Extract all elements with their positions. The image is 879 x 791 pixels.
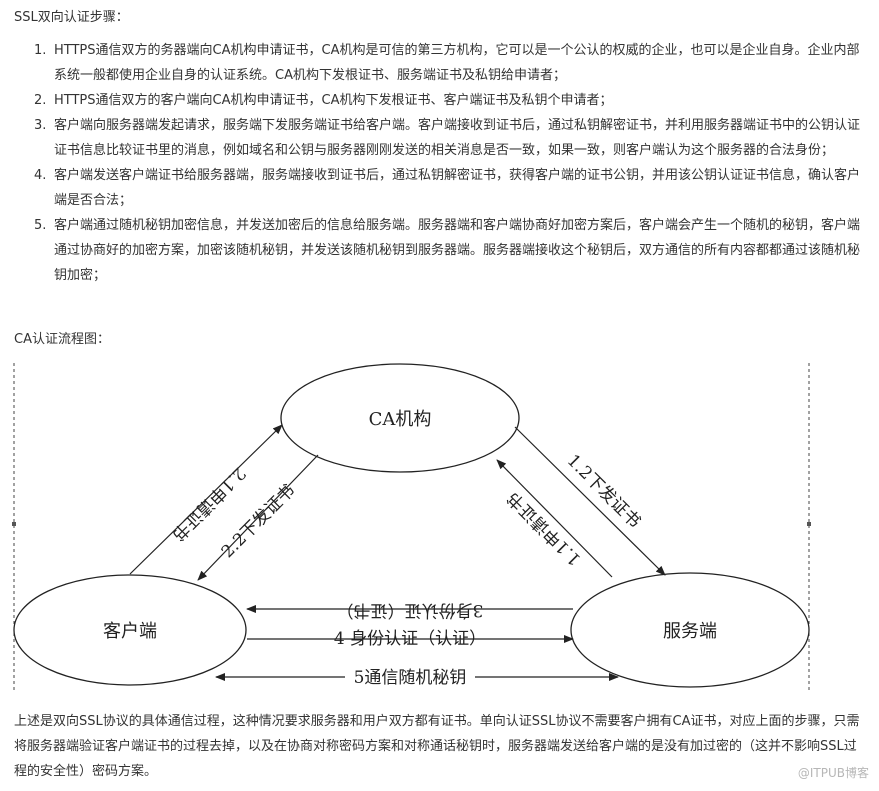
node-ca bbox=[280, 363, 520, 473]
step-text: 客户端发送客户端证书给服务器端，服务端接收到证书后，通过私钥解密证书，获得客户端… bbox=[54, 168, 861, 208]
edge-1-1-label: 1.1申请证书 bbox=[504, 488, 585, 569]
step-number: 3. bbox=[34, 118, 47, 133]
list-item: 1. HTTPS通信双方的务器端向CA机构申请证书，CA机构是可信的第三方机构，它… bbox=[14, 38, 864, 88]
list-item: 3. 客户端向服务器端发起请求，服务端下发服务端证书给客户端。客户端接收到证书后，… bbox=[14, 113, 864, 163]
node-server bbox=[570, 572, 810, 688]
edge-3-label: 3身份认证（证书） bbox=[337, 600, 484, 620]
node-ca-label: CA机构 bbox=[369, 409, 432, 430]
summary-paragraph: 上述是双向SSL协议的具体通信过程，这种情况要求服务器和用户双方都有证书。单向认… bbox=[14, 714, 860, 779]
node-server-label: 服务端 bbox=[663, 621, 717, 642]
list-item: 2. HTTPS通信双方的客户端向CA机构申请证书，CA机构下发根证书、客户端证书… bbox=[14, 88, 864, 113]
edge-2-2-arrow bbox=[197, 454, 319, 581]
step-number: 4. bbox=[34, 168, 47, 183]
frame-handle-left bbox=[12, 522, 16, 526]
list-item: 4. 客户端发送客户端证书给服务器端，服务端接收到证书后，通过私钥解密证书，获得客… bbox=[14, 163, 864, 213]
ca-flow-heading: CA认证流程图： bbox=[14, 332, 110, 347]
node-client-label: 客户端 bbox=[103, 621, 157, 642]
edge-1-2-arrow bbox=[514, 426, 666, 576]
edge-4-label: 4 身份认证（认证） bbox=[334, 629, 486, 649]
edge-1-1-arrow bbox=[496, 459, 613, 578]
edge-1-2-label: 1.2下发证书 bbox=[563, 451, 644, 532]
steps-heading: SSL双向认证步骤： bbox=[14, 10, 129, 25]
watermark: @ITPUB博客 bbox=[797, 766, 869, 780]
frame-handle-right bbox=[807, 522, 811, 526]
steps-list: 1. HTTPS通信双方的务器端向CA机构申请证书，CA机构是可信的第三方机构，它… bbox=[14, 38, 864, 288]
step-number: 5. bbox=[34, 218, 47, 233]
edge-2-1-arrow bbox=[129, 424, 283, 575]
node-client bbox=[13, 574, 247, 686]
step-number: 2. bbox=[34, 93, 47, 108]
step-text: 客户端向服务器端发起请求，服务端下发服务端证书给客户端。客户端接收到证书后，通过… bbox=[54, 118, 861, 158]
step-number: 1. bbox=[34, 43, 47, 58]
step-text: HTTPS通信双方的客户端向CA机构申请证书，CA机构下发根证书、客户端证书及私… bbox=[54, 93, 613, 108]
edge-5-label: 5通信随机秘钥 bbox=[354, 668, 467, 688]
list-item: 5. 客户端通过随机秘钥加密信息，并发送加密后的信息给服务端。服务器端和客户端协商… bbox=[14, 213, 864, 288]
step-text: HTTPS通信双方的务器端向CA机构申请证书，CA机构是可信的第三方机构，它可以… bbox=[54, 43, 860, 83]
ca-flow-diagram: CA机构 客户端 服务端 2.1申请证书 2.2下发证书 1.2下发证书 1.1… bbox=[12, 363, 811, 693]
step-text: 客户端通过随机秘钥加密信息，并发送加密后的信息给服务端。服务器端和客户端协商好加… bbox=[54, 218, 861, 283]
